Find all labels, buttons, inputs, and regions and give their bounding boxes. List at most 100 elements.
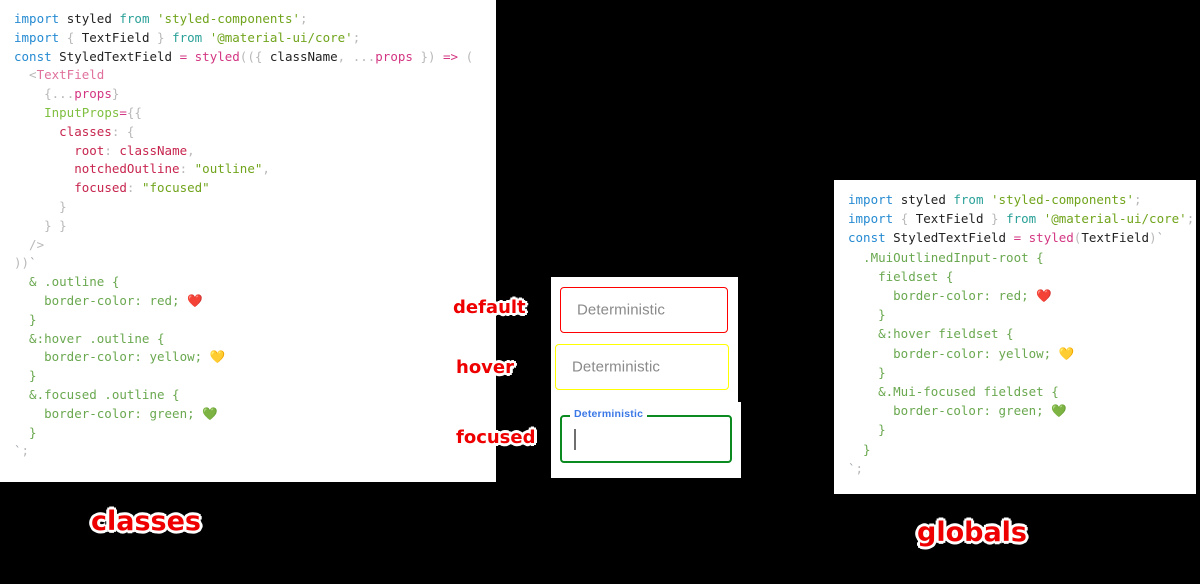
code-token: className (119, 142, 188, 158)
code-token: classes (59, 123, 112, 139)
code-token: border-color: green; (848, 403, 1052, 419)
textfield-demo-panel-upper: Deterministic Deterministic (551, 277, 738, 402)
code-token: "outline" (194, 161, 263, 177)
code-token: ) (1149, 230, 1157, 246)
code-token: ; (352, 29, 361, 45)
code-line: import styled from 'styled-components'; (848, 190, 1196, 209)
code-line: root: className, (14, 142, 496, 161)
code-token: ` (1156, 230, 1165, 246)
code-token: &:hover .outline { (14, 330, 165, 346)
code-token: } } (14, 217, 67, 233)
code-token: focused (74, 180, 127, 196)
textfield-hover[interactable]: Deterministic (555, 344, 729, 390)
annotation-classes-title: classes (91, 506, 202, 537)
code-token: } (14, 424, 37, 440)
code-token: {{ (126, 104, 142, 120)
code-token (14, 180, 74, 195)
classes-code-block: import styled from 'styled-components';i… (0, 0, 496, 461)
code-token: = (119, 104, 127, 120)
code-token: & .outline { (14, 274, 120, 290)
code-token: ; (855, 460, 864, 476)
code-line: &:hover .outline { (14, 330, 496, 349)
code-token: 'styled-components' (991, 192, 1135, 207)
code-token: } (848, 441, 871, 457)
code-line: .MuiOutlinedInput-root { (848, 248, 1196, 267)
code-token: 💚 (202, 405, 218, 421)
code-token: , (262, 161, 270, 177)
code-token: TextField (1081, 230, 1150, 246)
code-token: import (14, 11, 67, 26)
code-line: const StyledTextField = styled(TextField… (848, 228, 1196, 247)
code-token: { (66, 29, 82, 45)
code-token: )) (14, 255, 30, 271)
code-line: const StyledTextField = styled(({ classN… (14, 48, 496, 67)
code-token: props (375, 48, 413, 64)
code-token: styled (194, 48, 240, 64)
code-line: border-color: yellow; 💛 (14, 348, 496, 367)
code-line: } (14, 367, 496, 386)
code-token: "focused" (141, 180, 210, 196)
globals-code-block: import styled from 'styled-components';i… (834, 180, 1196, 478)
code-token: '@material-ui/core' (1043, 211, 1187, 227)
code-token: InputProps (44, 104, 120, 120)
code-token: from (1006, 211, 1044, 227)
code-token: import (848, 192, 901, 207)
textfield-default-label: Deterministic (577, 301, 665, 319)
annotation-hover: hover (456, 357, 514, 378)
code-token: from (953, 192, 992, 207)
code-token: ... (352, 48, 376, 64)
code-line: } } (14, 217, 496, 236)
code-token: border-color: yellow; (14, 349, 210, 365)
code-line: `; (848, 459, 1196, 478)
code-token: 💛 (1058, 345, 1075, 361)
code-token: , (337, 48, 353, 64)
code-token: : (179, 161, 195, 177)
code-token: { (900, 211, 916, 227)
code-token: '@material-ui/core' (209, 29, 353, 45)
code-line: <TextField (14, 66, 496, 85)
code-token: => (443, 48, 466, 64)
code-line: & .outline { (14, 273, 496, 292)
textfield-focused[interactable]: Deterministic (560, 408, 732, 463)
code-token: /> (14, 236, 45, 252)
code-token: 💛 (209, 349, 226, 365)
code-line: } (848, 305, 1196, 324)
code-token: from (119, 11, 158, 26)
code-line: InputProps={{ (14, 104, 496, 123)
code-token: props (74, 86, 112, 102)
code-token: ; (1134, 192, 1142, 207)
code-line: import { TextField } from '@material-ui/… (848, 209, 1196, 228)
code-line: &:hover fieldset { (848, 324, 1196, 343)
code-line: border-color: green; 💚 (848, 401, 1196, 420)
textfield-demo-panel-lower: Deterministic (551, 402, 741, 478)
code-token: ` (29, 255, 37, 271)
code-token: < (14, 67, 37, 83)
textfield-default[interactable]: Deterministic (560, 287, 728, 333)
code-token: : (111, 123, 127, 139)
text-cursor-caret (574, 429, 576, 450)
code-token: TextField (915, 211, 984, 227)
code-token: TextField (36, 67, 105, 83)
code-line: } (848, 363, 1196, 382)
code-token: TextField (81, 29, 150, 45)
code-token: styled (1028, 230, 1074, 246)
code-token: .MuiOutlinedInput-root { (848, 249, 1044, 265)
code-token: border-color: green; (14, 405, 203, 421)
code-token: from (172, 29, 210, 45)
code-line: } (848, 420, 1196, 439)
code-line: import styled from 'styled-components'; (14, 10, 496, 29)
code-token: border-color: red; (14, 292, 188, 308)
textfield-focused-floating-label: Deterministic (570, 408, 648, 420)
code-token: ❤️ (187, 292, 203, 308)
code-line: border-color: green; 💚 (14, 405, 496, 424)
code-token: 💚 (1051, 403, 1067, 419)
code-token: ` (848, 460, 856, 476)
code-token: const (848, 230, 894, 246)
code-token: styled (900, 192, 954, 207)
code-token: , (187, 142, 195, 158)
code-token (14, 124, 59, 139)
code-token: border-color: yellow; (848, 345, 1059, 361)
code-token: border-color: red; (848, 288, 1037, 304)
code-token: { (126, 123, 135, 139)
textfield-hover-label: Deterministic (572, 358, 660, 376)
